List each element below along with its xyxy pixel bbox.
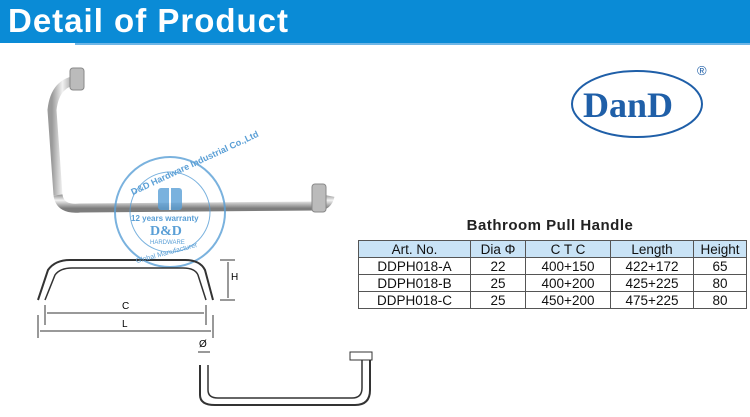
table-header-row: Art. No. Dia Φ C T C Length Height	[358, 240, 747, 258]
cell: 400+150	[525, 257, 611, 275]
product-photo	[47, 67, 335, 213]
col-dia: Dia Φ	[470, 240, 526, 258]
cell: 25	[470, 291, 526, 309]
cell: 450+200	[525, 291, 611, 309]
col-height: Height	[693, 240, 747, 258]
col-length: Length	[610, 240, 694, 258]
cell: 80	[693, 274, 747, 292]
watermark-warranty: 12 years warranty	[131, 214, 199, 223]
watermark-brand: D&D	[150, 224, 182, 239]
dim-c-label: C	[122, 301, 130, 312]
page-title: Detail of Product	[8, 2, 290, 39]
cell: 25	[470, 274, 526, 292]
table-title: Bathroom Pull Handle	[466, 217, 634, 234]
logo-dand	[571, 70, 703, 138]
col-ctc: C T C	[525, 240, 611, 258]
logo-text: DanD	[583, 85, 674, 125]
cell: 65	[693, 257, 747, 275]
cell: 475+225	[610, 291, 694, 309]
col-art-no: Art. No.	[358, 240, 471, 258]
spec-table: Art. No. Dia Φ C T C Length Height DDPH0…	[358, 240, 747, 309]
cell: 22	[470, 257, 526, 275]
cell: 400+200	[525, 274, 611, 292]
cell: 422+172	[610, 257, 694, 275]
watermark-sub: HARDWARE	[150, 240, 185, 246]
dimension-diagram	[37, 259, 373, 406]
dim-dia-label: Ø	[199, 339, 207, 350]
cell: DDPH018-C	[358, 291, 471, 309]
cell: DDPH018-A	[358, 257, 471, 275]
cell: 425+225	[610, 274, 694, 292]
header-banner: Detail of Product	[0, 0, 750, 43]
dim-h-label: H	[231, 272, 239, 283]
watermark-stamp	[114, 156, 226, 268]
registered-mark: ®	[697, 63, 707, 78]
cell: 80	[693, 291, 747, 309]
dim-l-label: L	[122, 319, 128, 330]
cell: DDPH018-B	[358, 274, 471, 292]
divider	[75, 43, 750, 45]
